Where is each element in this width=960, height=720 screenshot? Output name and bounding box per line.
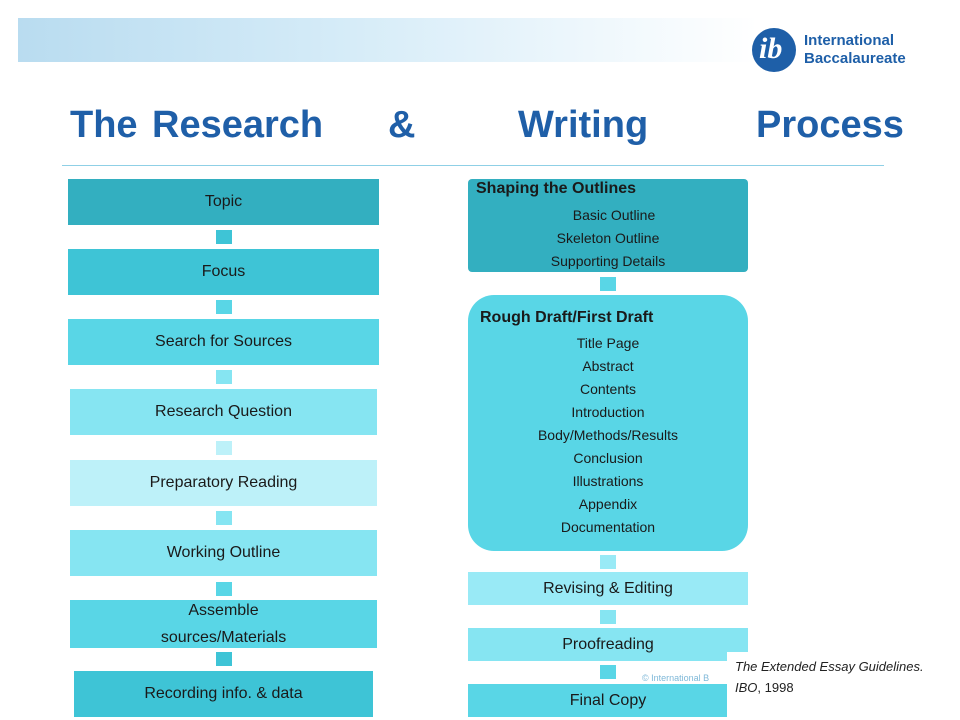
sub-item: Introduction	[571, 404, 645, 420]
step-label: Preparatory Reading	[149, 474, 298, 491]
flow-arrow-icon	[600, 665, 616, 679]
sub-item: Contents	[579, 381, 637, 397]
page-title: The Research & Writing Process	[70, 104, 910, 152]
step-label: Working Outline	[166, 544, 281, 561]
flow-arrow-icon	[216, 652, 232, 666]
step-heading: Shaping the Outlines	[476, 180, 637, 197]
sub-item: Skeleton Outline	[556, 230, 660, 246]
step-search-for-sources: Search for Sources	[68, 319, 379, 365]
title-divider	[62, 165, 884, 166]
step-shaping-outlines: Shaping the Outlines Basic Outline Skele…	[468, 179, 748, 272]
flow-arrow-icon	[216, 230, 232, 244]
sub-item: Appendix	[578, 496, 638, 512]
flow-arrow-icon	[216, 441, 232, 455]
citation-source: IBO	[735, 680, 758, 695]
flow-arrow-icon	[600, 555, 616, 569]
sub-item: Documentation	[560, 519, 656, 535]
sub-item: Conclusion	[573, 450, 643, 466]
step-heading: Rough Draft/First Draft	[480, 309, 654, 326]
title-word-3: &	[388, 104, 416, 146]
ib-logo-icon	[752, 28, 796, 72]
sub-item: Title Page	[576, 335, 640, 351]
citation-line-1: The Extended Essay Guidelines.	[735, 659, 924, 674]
step-label: Search for Sources	[155, 333, 292, 350]
logo-mark: ib	[759, 32, 783, 65]
step-topic: Topic	[68, 179, 379, 225]
sub-item: Basic Outline	[572, 207, 656, 223]
step-label: Recording info. & data	[144, 685, 303, 702]
title-word-1: The	[70, 104, 138, 146]
step-label-line-2: sources/Materials	[160, 629, 287, 646]
sub-item: Supporting Details	[550, 253, 666, 269]
step-assemble-sources: Assemble sources/Materials	[70, 600, 377, 648]
citation-year: , 1998	[757, 680, 794, 695]
step-final-copy: Final Copy	[468, 684, 748, 717]
step-label: Proofreading	[562, 635, 654, 653]
flow-arrow-icon	[600, 277, 616, 291]
logo-line-2: Baccalaureate	[804, 50, 906, 67]
step-label: Research Question	[155, 403, 292, 420]
step-preparatory-reading: Preparatory Reading	[70, 460, 377, 506]
title-word-4: Writing	[518, 104, 649, 146]
step-working-outline: Working Outline	[70, 530, 377, 576]
step-revising-editing: Revising & Editing	[468, 572, 748, 605]
flow-arrow-icon	[216, 300, 232, 314]
title-word-2: Research	[152, 104, 324, 146]
step-focus: Focus	[68, 249, 379, 295]
sub-item: Illustrations	[572, 473, 644, 489]
step-proofreading: Proofreading	[468, 628, 748, 661]
flow-arrow-icon	[216, 582, 232, 596]
citation: The Extended Essay Guidelines. IBO, 1998	[727, 652, 955, 720]
step-label: Assemble	[188, 602, 259, 619]
header-banner	[18, 18, 758, 62]
logo-line-1: International	[804, 32, 895, 49]
step-label: Focus	[201, 263, 246, 280]
flow-arrow-icon	[600, 610, 616, 624]
step-research-question: Research Question	[70, 389, 377, 435]
step-label: Revising & Editing	[543, 579, 673, 597]
copyright-text: © International B	[642, 673, 710, 683]
ib-logo: ib International Baccalaureate	[752, 28, 942, 80]
title-word-5: Process	[756, 104, 904, 146]
step-label: Topic	[204, 193, 243, 210]
flow-arrow-icon	[216, 511, 232, 525]
sub-item: Abstract	[582, 358, 634, 374]
sub-item: Body/Methods/Results	[537, 427, 679, 443]
step-recording-info: Recording info. & data	[74, 671, 373, 717]
step-label: Final Copy	[569, 691, 647, 709]
flow-arrow-icon	[216, 370, 232, 384]
step-rough-draft: Rough Draft/First Draft Title Page Abstr…	[468, 295, 748, 551]
